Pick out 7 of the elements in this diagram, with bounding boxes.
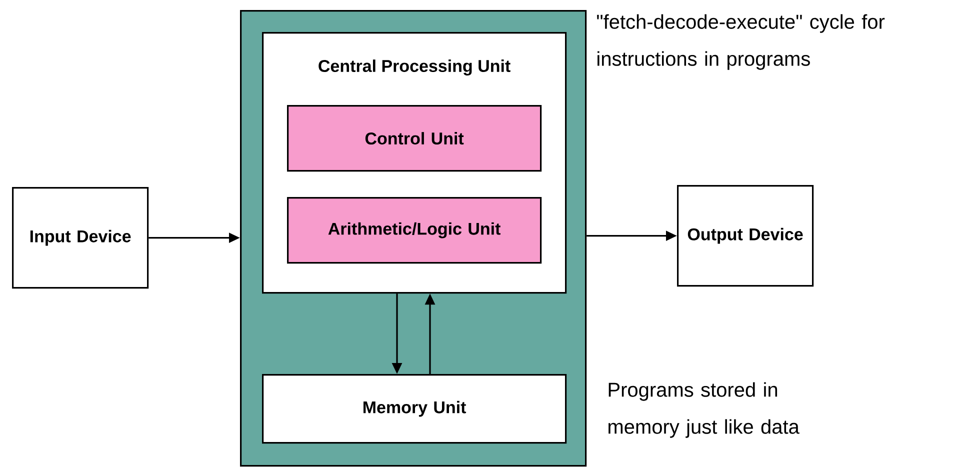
memory-box: Memory Unit bbox=[262, 374, 567, 444]
note-text: "fetch-decode-execute" cycle for instructions in programs bbox=[597, 14, 885, 70]
unit-box: Control Unit bbox=[287, 105, 542, 172]
unit-box: Arithmetic/Logic Unit bbox=[287, 197, 542, 264]
note-text: Programs stored in memory just like data bbox=[608, 382, 800, 438]
input-box: Input Device bbox=[12, 187, 149, 289]
output-box: Output Device bbox=[677, 185, 814, 287]
